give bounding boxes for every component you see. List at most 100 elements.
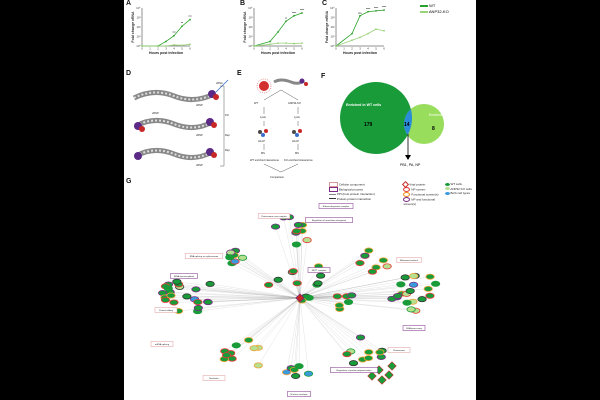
workflow-diagram: WT ANP32-KO Lysis Lysis HA-IP HA-IP MS M… — [250, 78, 313, 179]
chart-0-point-0-3 — [173, 34, 175, 37]
chart-1-point-1-5 — [301, 42, 303, 45]
legend-ppi: Protein-protein interaction — [329, 197, 399, 202]
chart-2-xlabel: Hours post infection — [343, 51, 377, 55]
network-box-label-4: Ribosomal subunit — [400, 259, 418, 262]
virus-icon — [256, 78, 272, 94]
network-node-110 — [347, 292, 357, 299]
chart-1-point-0-4 — [293, 14, 295, 17]
network-edge-83 — [258, 297, 301, 348]
network-node-94 — [273, 276, 283, 283]
rnp-top — [132, 79, 229, 102]
d-label-vrna: vRNA — [216, 81, 223, 85]
chart-2-xtick-0: 0 — [335, 47, 337, 51]
network-edge-45 — [299, 260, 384, 299]
network-box-10 — [202, 375, 226, 381]
network-edge-41 — [299, 297, 408, 303]
chart-0-point-0-4 — [181, 25, 183, 28]
network-edge-87 — [248, 297, 301, 341]
network-edge-70 — [299, 297, 348, 355]
chart-2-xtick-1: 1 — [343, 47, 345, 51]
network-node-97 — [264, 281, 274, 288]
network-edge-77 — [299, 297, 380, 353]
legend-node-ko — [444, 187, 450, 191]
chart-2-line-0 — [335, 9, 385, 47]
ip-beads-wt — [258, 129, 268, 137]
chart-2-sig-3: **** — [382, 5, 387, 9]
d-label-vrnp2: vRNP — [152, 111, 159, 115]
network-node-75 — [364, 349, 374, 356]
network-edge-68 — [299, 297, 351, 352]
e-ip-wt: HA-IP — [258, 139, 265, 143]
network-node-15 — [172, 278, 182, 285]
network-box-label-6: Proteasome — [393, 349, 406, 352]
network-edge-93 — [298, 297, 301, 367]
chart-0-point-0-2 — [165, 40, 167, 43]
e-step-lysis-ko: Lysis — [294, 115, 301, 119]
legend-row-1: Cellular component Biological process PP… — [329, 180, 474, 207]
legend-functional: Functional screen(s) — [403, 192, 440, 197]
network-edge-15 — [176, 281, 301, 299]
network-box-label-11: Nuclear envelope — [290, 393, 308, 396]
network-node-109 — [334, 302, 344, 309]
chart-1-ytick-2: 10² — [248, 25, 252, 29]
network-box-label-9: Regulation of protein polymerization — [337, 369, 373, 372]
chart-1-ytick-3: 10¹ — [248, 35, 252, 39]
network-edge-61 — [231, 263, 301, 299]
panel-letter-c: C — [322, 0, 328, 7]
network-edge-67 — [229, 257, 301, 299]
chart-0-point-0-5 — [189, 18, 191, 21]
network-node-21 — [203, 299, 213, 306]
network-box-0 — [257, 213, 291, 219]
chart-2-sig-0: ns — [358, 11, 362, 15]
chart-0-sig-1: ** — [181, 21, 184, 25]
legend-functional-label: Functional screen(s) — [411, 192, 439, 197]
network-box-6 — [387, 347, 411, 353]
network-legend: Cellular component Biological process PP… — [329, 180, 474, 207]
network-node-82 — [231, 342, 241, 349]
chart-1-point-1-4 — [293, 42, 295, 45]
network-node-48 — [355, 260, 365, 267]
network-node-62 — [237, 254, 248, 261]
network-edge-7 — [170, 291, 301, 299]
venn-annotation: PB1, PA, NP — [400, 163, 421, 167]
chart-1-sig-0: ** — [285, 16, 288, 20]
legend-both-cells: Both cell types — [444, 191, 474, 196]
legend-node-wt — [444, 182, 450, 186]
network-edge-48 — [299, 262, 361, 299]
rnp-mid — [134, 118, 217, 132]
network-edge-79 — [224, 297, 301, 352]
network-edge-85 — [254, 297, 301, 349]
network-center-viral-node — [295, 293, 305, 303]
network-edge-60 — [230, 255, 301, 299]
legend-biological-label: Biological process — [338, 187, 364, 192]
legend-biological-process: Biological process — [329, 187, 399, 192]
d-label-crnp2: cRNP — [196, 163, 203, 167]
chart-2-point-0-5 — [383, 9, 385, 12]
network-edge-21 — [208, 297, 301, 303]
legend-node-both — [444, 191, 450, 195]
chart-1-sig-1: **** — [292, 11, 297, 15]
chart-0-xtick-2: 2 — [157, 47, 159, 51]
legend-ko-cells: ANP32 KO cells — [444, 186, 474, 192]
network-edge-43 — [299, 250, 369, 299]
legend-protein-label: Protein-protein interaction — [336, 196, 372, 201]
chart-0-point-1-3 — [173, 44, 175, 46]
e-ms-ko: MS — [295, 151, 299, 155]
chart-2-line-1 — [335, 28, 385, 47]
panel-letter-g: G — [126, 178, 132, 185]
network-node-13 — [191, 286, 201, 293]
network-box-label-3: NETT complex — [312, 270, 327, 272]
chart-1-xtick-4: 4 — [285, 47, 287, 51]
legend-ko-cells-label: ANP32 KO cells — [450, 186, 472, 191]
network-edge-84 — [224, 297, 301, 360]
chart-2-point-1-2 — [359, 36, 361, 39]
network-edge-14 — [165, 297, 301, 301]
chart-1-point-0-3 — [285, 20, 287, 23]
chart-0-xlabel: Hours post infection — [149, 51, 183, 55]
network-edge-76 — [299, 297, 369, 359]
chart-2-ytick-0: 10⁴ — [330, 6, 335, 10]
network-node-81 — [253, 362, 263, 369]
network-node-88 — [281, 369, 292, 376]
network-node-90 — [291, 373, 301, 380]
chart-1-xtick-6: 6 — [301, 47, 303, 51]
